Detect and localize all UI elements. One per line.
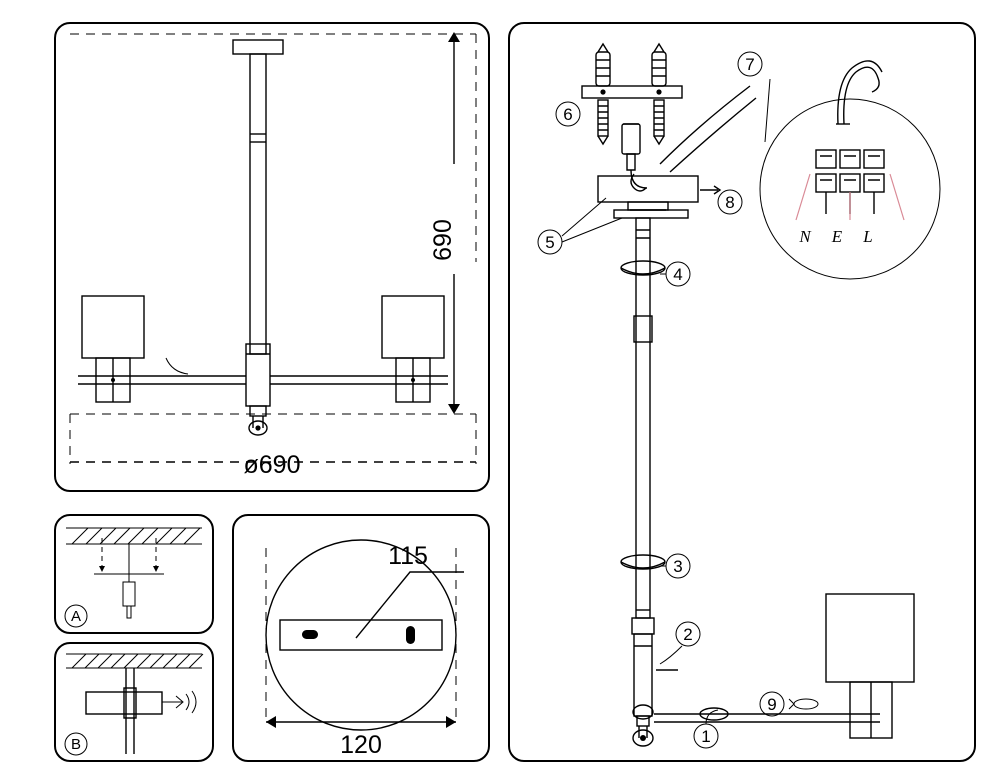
height-dimension-label: 690: [429, 219, 457, 261]
callout-4-label: 4: [673, 265, 682, 284]
terminal-block-detail: N E L: [759, 60, 941, 280]
shade-part: [825, 593, 915, 739]
diameter-dimension-label: ø690: [244, 451, 301, 479]
callout-2-label: 2: [683, 625, 692, 644]
callout-6-label: 6: [563, 105, 572, 124]
callout-5-label: 5: [545, 233, 554, 252]
callout-1-label: 1: [701, 727, 710, 746]
lower-ring: [620, 554, 666, 570]
main-dimension-view: 690: [54, 22, 490, 492]
main-view-drawing: 690: [69, 32, 477, 479]
callout-bubbles: 7 6 8 5 4 3: [537, 51, 785, 749]
detail-a-panel: A: [54, 514, 214, 634]
detail-b-drawing: B: [64, 653, 204, 756]
canopy-part: [597, 175, 722, 219]
canopy-dimension-panel: 115 120: [232, 514, 490, 762]
callout-9-label: 9: [767, 695, 776, 714]
detail-b-label: B: [71, 736, 81, 753]
callout-7-label: 7: [745, 55, 754, 74]
callout-3-label: 3: [673, 557, 682, 576]
canopy-diameter-dimension-label: 120: [340, 731, 382, 759]
detail-b-panel: B: [54, 642, 214, 762]
assembly-step-panel: N E L: [508, 22, 976, 762]
wire-label-e: E: [831, 227, 843, 246]
assembly-drawing: N E L: [537, 42, 941, 749]
detail-a-label: A: [71, 608, 81, 625]
detail-a-drawing: A: [64, 527, 202, 628]
wire-label-l: L: [862, 227, 872, 246]
fasteners-group: [581, 42, 683, 171]
canopy-width-dimension-label: 115: [388, 542, 428, 570]
upper-ring: [620, 260, 666, 276]
wire-label-n: N: [798, 227, 812, 246]
canopy-drawing: 115 120: [265, 539, 464, 759]
callout-8-label: 8: [725, 193, 734, 212]
